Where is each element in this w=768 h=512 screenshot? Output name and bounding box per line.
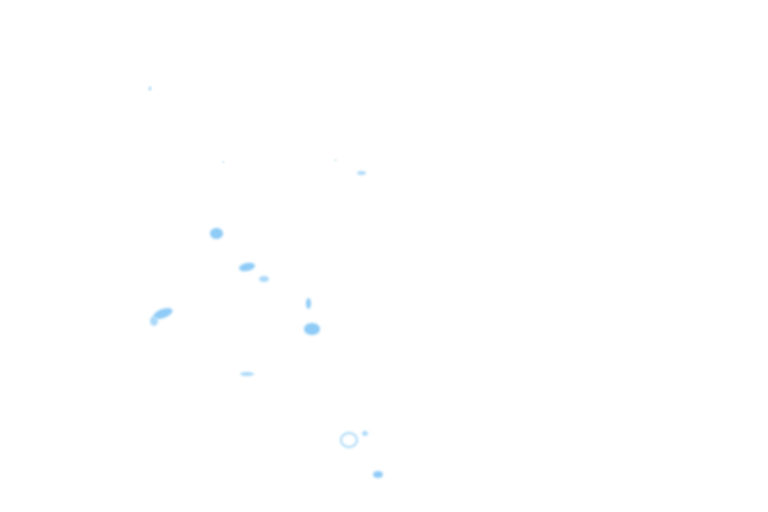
speck-4 — [357, 171, 366, 175]
speck-3 — [334, 159, 337, 161]
spot-11 — [373, 471, 383, 478]
spot-3 — [259, 276, 269, 282]
spot-8 — [240, 372, 254, 376]
speck-2 — [222, 161, 225, 163]
spot-1 — [210, 228, 223, 239]
spot-2 — [238, 261, 256, 273]
spot-5 — [304, 323, 320, 335]
spot-9 — [340, 432, 358, 448]
spot-7 — [150, 316, 158, 326]
spot-10 — [362, 431, 368, 436]
speck-1 — [148, 86, 152, 91]
spot-4 — [306, 298, 311, 309]
